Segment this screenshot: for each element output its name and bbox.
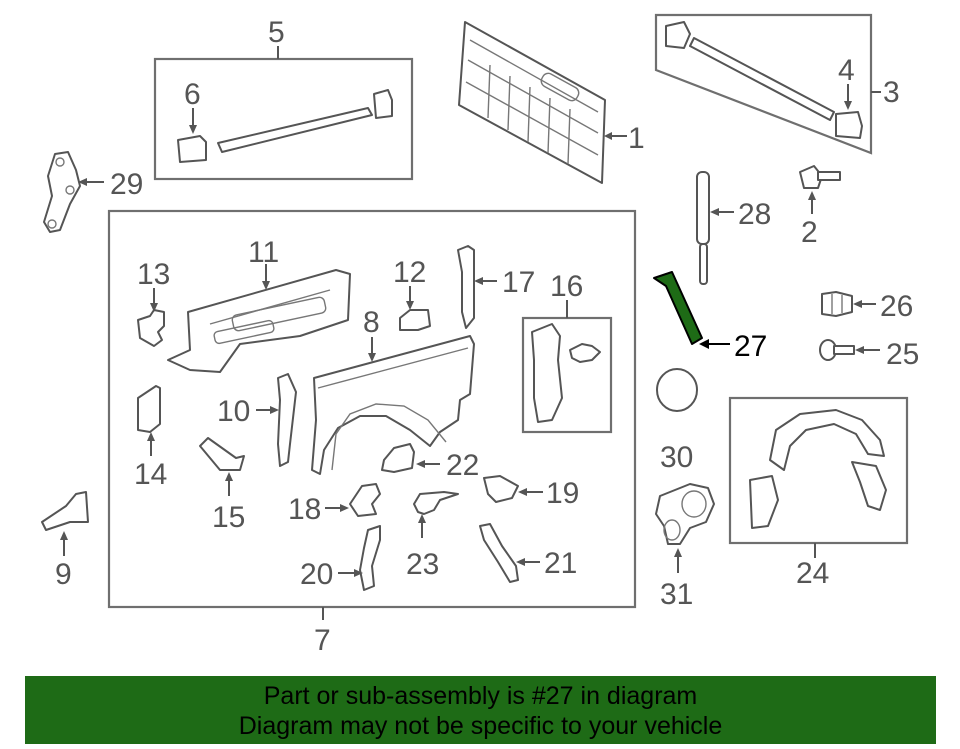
hinge-part-29 (43, 151, 81, 233)
callout-7: 7 (314, 624, 331, 657)
callout-9: 9 (55, 558, 72, 591)
callout-5: 5 (268, 16, 285, 49)
callout-2: 2 (801, 216, 818, 249)
bracket-part-12 (399, 309, 431, 331)
callout-1: 1 (628, 122, 645, 155)
rail-part-5 (177, 89, 393, 163)
callout-30: 30 (660, 441, 693, 474)
group-box-5 (153, 57, 414, 181)
callout-12: 12 (393, 256, 426, 289)
bracket-part-22 (381, 443, 415, 473)
callout-13: 13 (137, 258, 170, 291)
callout-15: 15 (212, 501, 245, 534)
bracket-part-15 (199, 437, 245, 471)
pillar-part-16 (531, 323, 601, 423)
group-box-24 (728, 396, 909, 545)
rod-part-28 (696, 171, 710, 285)
seal-part-27 (653, 271, 703, 345)
callout-22: 22 (446, 449, 479, 482)
bolt-part-2 (799, 165, 841, 189)
wheel-liner-part-24 (749, 409, 887, 529)
brace-part-20 (359, 525, 381, 591)
pillar-part-17 (457, 245, 475, 329)
group-box-3 (654, 13, 873, 155)
outer-panel-part-8 (311, 335, 475, 475)
callout-26: 26 (880, 290, 913, 323)
bracket-part-18 (349, 483, 381, 517)
callout-14: 14 (134, 458, 167, 491)
panel-part-14 (137, 385, 161, 433)
callout-24: 24 (796, 557, 829, 590)
clip-part-26 (821, 291, 853, 317)
banner-line-1: Part or sub-assembly is #27 in diagram (263, 682, 698, 710)
banner-line-2: Diagram may not be specific to your vehi… (238, 712, 723, 740)
callout-28: 28 (738, 198, 771, 231)
fuel-door-part-31 (655, 483, 715, 545)
brace-part-10 (277, 373, 297, 467)
callout-23: 23 (406, 548, 439, 581)
tailgate-part-1 (458, 21, 606, 184)
callout-27: 27 (734, 330, 767, 363)
info-banner: Part or sub-assembly is #27 in diagram D… (25, 676, 936, 744)
bracket-part-9 (41, 491, 89, 531)
rail-part-3 (665, 21, 863, 139)
callout-17: 17 (502, 266, 535, 299)
inner-panel-part-11 (167, 269, 351, 373)
brace-part-21 (479, 523, 519, 583)
callout-11: 11 (248, 236, 279, 269)
bracket-part-13 (137, 309, 165, 347)
callout-6: 6 (184, 78, 201, 111)
callout-29: 29 (110, 168, 143, 201)
callout-21: 21 (544, 547, 577, 580)
callout-31: 31 (660, 578, 693, 611)
callout-16: 16 (550, 270, 583, 303)
callout-25: 25 (886, 338, 919, 371)
cap-part-30 (656, 368, 698, 412)
callout-3: 3 (883, 76, 900, 109)
callout-18: 18 (288, 493, 321, 526)
callout-20: 20 (300, 558, 333, 591)
bracket-part-23 (413, 491, 459, 515)
callout-4: 4 (838, 54, 855, 87)
group-box-7 (107, 209, 637, 609)
callout-19: 19 (546, 477, 579, 510)
callout-8: 8 (363, 306, 380, 339)
callout-10: 10 (217, 395, 250, 428)
bracket-part-19 (483, 475, 519, 503)
screw-part-25 (819, 339, 855, 361)
